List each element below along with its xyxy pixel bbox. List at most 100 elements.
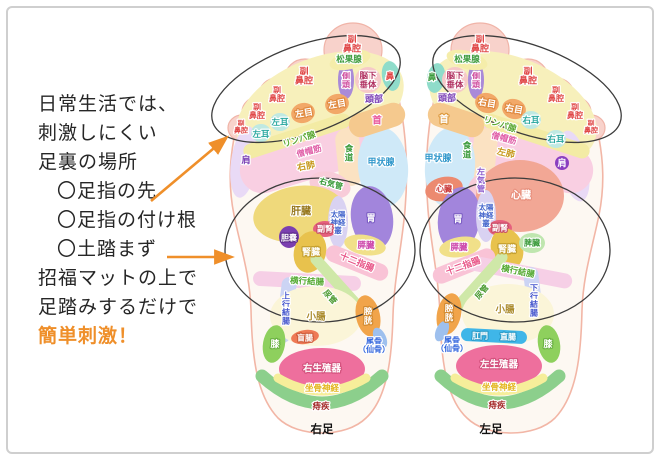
label-sinus: 副鼻腔 [269, 85, 285, 102]
region [372, 327, 388, 349]
region [329, 49, 371, 71]
annotation-bullet-toe-tips: 〇足指の先 [57, 181, 158, 202]
region [348, 102, 406, 138]
label-ascending-colon: 上行結腸 [281, 290, 290, 325]
region [328, 196, 348, 248]
label-hemorrhoids: 痔疾 [312, 401, 330, 411]
region [262, 325, 286, 363]
label-pancreas: 膵臓 [357, 240, 375, 250]
region [461, 328, 527, 344]
label-heart: 心臓 [511, 189, 531, 202]
label-left-trachea: 左気管 [476, 166, 485, 193]
region [462, 284, 554, 344]
emphasis-ring [432, 34, 622, 144]
region [468, 61, 484, 99]
label-bladder: 膀胱 [363, 307, 373, 326]
label-sinus: 副鼻腔 [234, 118, 248, 134]
region [537, 325, 561, 363]
label-neck: 首 [372, 115, 382, 127]
label-left-eye: 左目 [293, 106, 314, 120]
label-right-genitals: 右生殖器 [302, 363, 342, 375]
label-kidney: 腎臓 [302, 246, 320, 257]
arrow-to-toes [150, 135, 229, 202]
label-pineal-gland: 松果腺 [454, 54, 480, 64]
label-right-lung: 右肺 [295, 158, 316, 173]
region [291, 329, 319, 345]
region [325, 93, 349, 115]
label-descending-colon: 下行結腸 [529, 283, 538, 317]
annotation-line-7: 招福マットの上で [38, 268, 199, 289]
label-pituitary: 脳下垂体 [358, 71, 377, 90]
annotation-highlight: 簡単刺激！ [38, 326, 139, 347]
label-adrenal: 副腎 [317, 224, 333, 234]
region [434, 320, 450, 342]
label-pineal-gland: 松果腺 [336, 54, 362, 64]
region [270, 113, 290, 131]
label-right-ear: 右耳 [546, 134, 565, 144]
region [355, 67, 381, 93]
label-bladder: 膀胱 [444, 304, 454, 323]
region [446, 49, 488, 71]
annotation-line-1: 日常生活では、 [38, 94, 179, 115]
emphasis-ring [419, 177, 611, 323]
region [325, 245, 389, 281]
region [482, 113, 590, 159]
label-coccyx-sacrum: 尾骨（仙骨） [358, 335, 390, 353]
annotation-bullet-arch: 〇土踏まず [57, 239, 158, 260]
annotation-bullet-toe-base: 〇足指の付け根 [57, 210, 198, 231]
region [466, 122, 594, 194]
label-neck: 首 [439, 114, 449, 126]
annotation-block: 日常生活では、 刺激しにくい 足裏の場所 〇足指の先 〇足指の付け根 〇土踏まず… [38, 90, 248, 351]
label-head: 頭部 [438, 92, 456, 103]
label-right-ear: 右耳 [521, 115, 540, 125]
label-esophagus: 食道 [463, 141, 472, 160]
region [521, 111, 541, 129]
annotation-line-3: 足裏の場所 [38, 152, 139, 173]
region [239, 122, 367, 194]
region [427, 102, 485, 138]
label-right-eye: 右目 [476, 95, 497, 109]
label-spleen: 脾臓 [523, 238, 540, 248]
region [426, 63, 446, 93]
region [519, 233, 545, 253]
left-foot-caption: 左足 [479, 422, 503, 436]
label-left-genitals: 左生殖器 [479, 359, 519, 371]
region [450, 251, 508, 315]
label-sinus: 副鼻腔 [584, 118, 598, 134]
label-nose: 鼻 [386, 71, 395, 81]
label-rectum: 直腸 [500, 332, 516, 342]
region [270, 286, 362, 346]
label-hemorrhoids: 痔疾 [488, 400, 506, 410]
label-temporal: 側頭 [341, 70, 351, 88]
label-kidney: 腎臓 [498, 243, 516, 254]
region [279, 348, 365, 390]
region [555, 156, 569, 170]
label-nose: 鼻 [428, 72, 437, 82]
label-thyroid: 甲状腺 [424, 152, 452, 163]
region [338, 61, 354, 99]
region [251, 124, 271, 142]
label-shoulder: 肩 [556, 157, 566, 168]
region [546, 130, 566, 148]
region [335, 128, 363, 186]
region [437, 187, 481, 251]
label-shoulder: 肩 [240, 154, 250, 165]
label-small-intestine: 小腸 [305, 311, 326, 323]
label-gallbladder: 胆嚢 [281, 233, 298, 243]
label-head: 頭部 [365, 93, 383, 104]
region [502, 98, 526, 120]
region [439, 236, 481, 258]
region-arc [434, 369, 566, 410]
label-pituitary: 脳下垂体 [445, 71, 464, 90]
label-solar-plexus: 太陽神経叢 [479, 202, 494, 228]
left-foot-diagram: 副鼻腔副鼻腔副鼻腔副鼻腔副鼻腔松果腺鼻脳下垂体側頭頭部首右目右目右耳右耳リンパ腺… [419, 22, 622, 436]
label-adrenal: 副腎 [492, 223, 508, 233]
label-right-eye: 右目 [503, 101, 524, 115]
label-sciatic-nerve: 坐骨神経 [482, 382, 517, 392]
region [243, 113, 351, 159]
region [355, 295, 381, 337]
region [381, 61, 401, 91]
label-small-intestine: 小腸 [494, 304, 515, 316]
